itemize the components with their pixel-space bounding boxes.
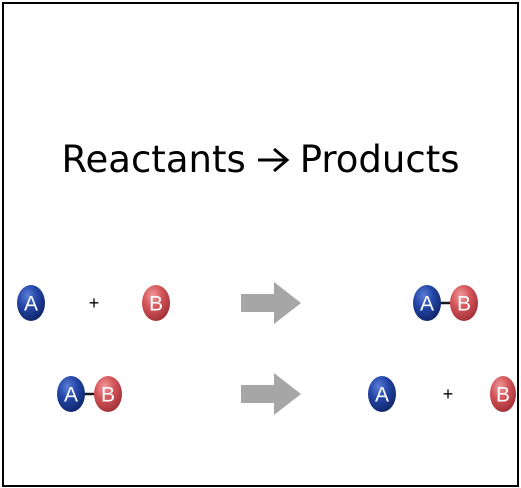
molecule-ab: A B	[413, 285, 478, 321]
right-arrow-icon	[257, 147, 290, 172]
svg-text:B: B	[149, 293, 163, 316]
svg-text:B: B	[496, 384, 510, 407]
atom-b: B	[490, 376, 516, 412]
svg-text:B: B	[457, 293, 471, 316]
atom-a: A	[368, 376, 396, 412]
svg-text:A: A	[64, 384, 78, 407]
reaction-arrow	[241, 282, 301, 324]
slide-title: Reactants Products	[0, 141, 521, 178]
row-decomposition: A B A + B	[57, 373, 516, 415]
svg-text:A: A	[420, 293, 434, 316]
plus-sign: +	[89, 293, 100, 313]
plus-sign: +	[443, 384, 454, 404]
reaction-arrow	[241, 373, 301, 415]
row-synthesis: A + B A B	[17, 282, 478, 324]
svg-text:A: A	[375, 384, 389, 407]
svg-text:B: B	[101, 384, 115, 407]
atom-a: A	[17, 285, 45, 321]
molecule-ab: A B	[57, 376, 122, 412]
svg-text:A: A	[24, 293, 38, 316]
reactants-label: Reactants	[61, 138, 246, 181]
products-label: Products	[299, 138, 460, 181]
atom-b: B	[142, 285, 170, 321]
